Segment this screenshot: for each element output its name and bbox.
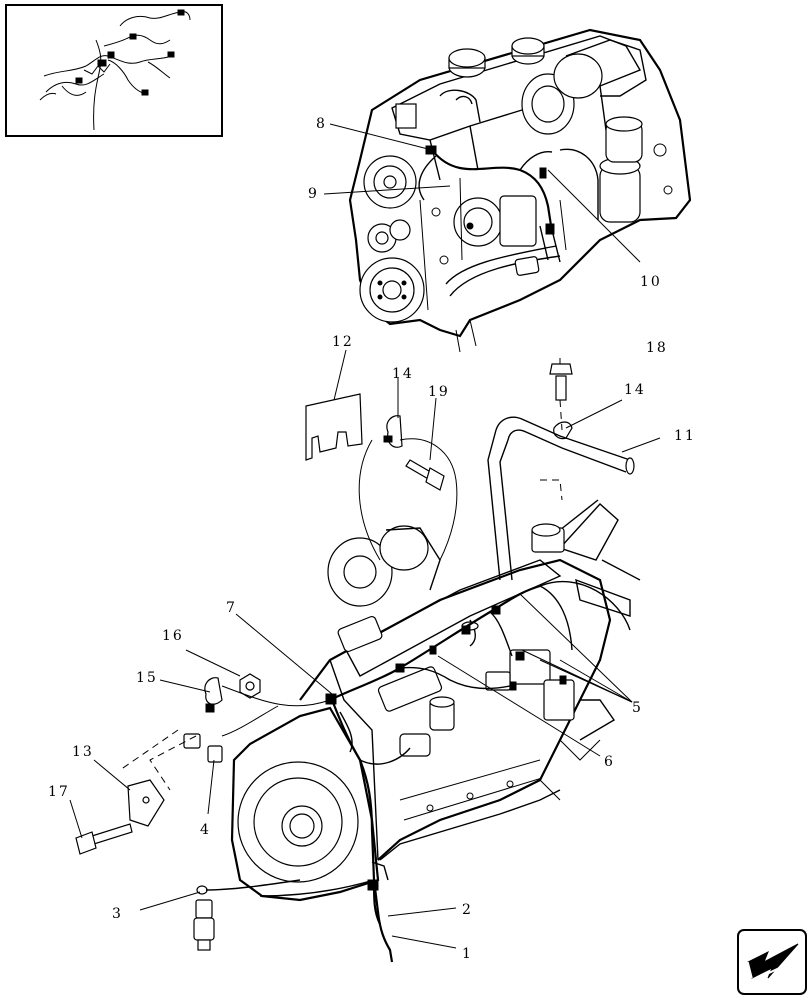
previous-page-button[interactable] (737, 929, 807, 995)
callout-14-right: 14 (624, 382, 646, 398)
bolt-17 (75, 823, 133, 855)
lower-engine-view (230, 499, 641, 963)
callout-12: 12 (332, 334, 354, 350)
callout-4: 4 (200, 822, 211, 838)
arrow-left-down-icon (747, 943, 799, 981)
exploded-parts (75, 363, 635, 951)
callout-14-upper: 14 (392, 366, 414, 382)
callout-17: 17 (48, 784, 70, 800)
callout-8: 8 (316, 116, 327, 132)
thumbnail-inset (5, 4, 223, 137)
callout-7: 7 (226, 600, 237, 616)
callout-11: 11 (674, 428, 696, 444)
callout-9: 9 (308, 186, 319, 202)
callout-16: 16 (162, 628, 184, 644)
callout-labels: 1 2 3 4 5 6 7 8 9 10 11 12 13 14 14 15 1… (48, 116, 696, 962)
callout-6: 6 (604, 754, 615, 770)
leader-lines (69, 123, 661, 949)
callout-10: 10 (640, 274, 662, 290)
bolt-18 (549, 363, 573, 401)
bolt-19 (405, 459, 445, 491)
callout-15: 15 (136, 670, 158, 686)
callout-5: 5 (632, 700, 643, 716)
upper-engine-view (348, 28, 692, 353)
callout-2: 2 (462, 902, 473, 918)
callout-13: 13 (72, 744, 94, 760)
callout-19: 19 (428, 384, 450, 400)
callout-18: 18 (646, 340, 668, 356)
callout-3: 3 (112, 906, 123, 922)
callout-1: 1 (462, 946, 473, 962)
